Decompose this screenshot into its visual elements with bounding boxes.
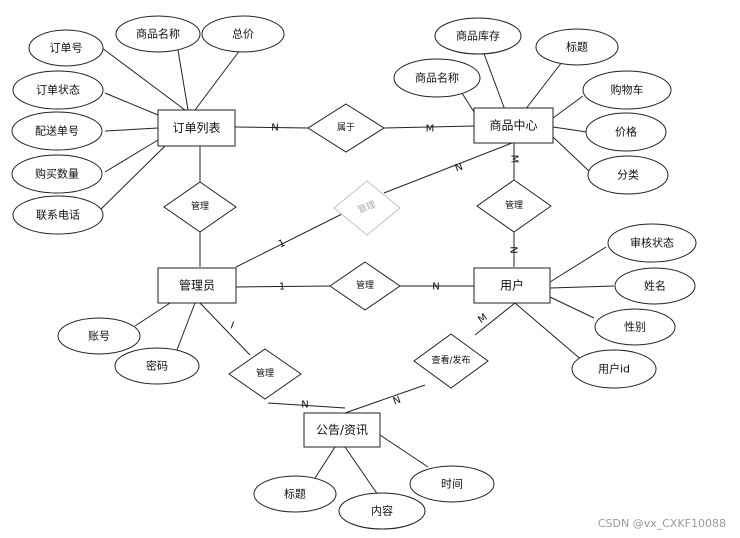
relation-manage-user-product-diamond bbox=[476, 179, 552, 233]
relation-manage-notice-label: 管理 bbox=[256, 367, 274, 379]
attr-product-stock-label: 商品库存 bbox=[456, 29, 500, 43]
entity-admin-label: 管理员 bbox=[179, 278, 215, 293]
relation-view-publish-label: 查看/发布 bbox=[431, 354, 470, 366]
attr-user-review-status-label: 审核状态 bbox=[630, 236, 674, 250]
attr-order-delivery-number-ellipse bbox=[11, 111, 103, 151]
attr-order-quantity-label: 购买数量 bbox=[35, 167, 79, 181]
card-notice-admin: N bbox=[301, 400, 308, 411]
attr-product-title-ellipse bbox=[535, 28, 619, 66]
attr-order-phone-ellipse bbox=[12, 195, 104, 235]
attr-user-gender-label: 性别 bbox=[624, 320, 646, 334]
entity-product-center-box bbox=[473, 107, 554, 144]
attr-user-gender-ellipse bbox=[594, 308, 676, 346]
card-product-belongs: M bbox=[426, 124, 435, 135]
attr-admin-account-label: 账号 bbox=[88, 330, 110, 343]
attr-order-status-label: 订单状态 bbox=[36, 83, 80, 97]
relation-manage-user-diamond bbox=[329, 261, 401, 311]
relation-manage-user-label: 管理 bbox=[356, 279, 374, 291]
attr-order-total-price-label: 总价 bbox=[232, 27, 254, 41]
attr-user-name-label: 姓名 bbox=[644, 279, 666, 293]
diagram-shapes bbox=[11, 15, 697, 530]
attr-product-name-ellipse bbox=[393, 58, 481, 98]
attr-admin-password-label: 密码 bbox=[146, 359, 168, 373]
attr-order-number-ellipse bbox=[28, 29, 104, 67]
attr-order-quantity-ellipse bbox=[11, 154, 103, 194]
relation-manage-order-label: 管理 bbox=[191, 200, 209, 212]
diagram-texts: 订单列表商品中心管理员用户公告/资讯属于管理管理管理管理管理查看/发布订单号商品… bbox=[35, 27, 674, 518]
entity-notice-label: 公告/资讯 bbox=[316, 423, 368, 437]
relation-manage-user-product-label: 管理 bbox=[505, 199, 523, 211]
card-admin-user: 1 bbox=[279, 282, 285, 293]
card-admin-faded: 1 bbox=[277, 238, 287, 251]
connector-lines bbox=[99, 47, 615, 496]
attr-notice-content-ellipse bbox=[338, 492, 426, 530]
card-user-manage: N bbox=[508, 246, 519, 253]
card-product-faded: N bbox=[454, 162, 465, 175]
attr-notice-time-label: 时间 bbox=[441, 478, 463, 491]
attr-order-phone-label: 联系电话 bbox=[36, 209, 80, 222]
entity-user-box bbox=[473, 267, 551, 304]
attr-product-category-label: 分类 bbox=[617, 168, 639, 182]
attr-order-status-ellipse bbox=[12, 70, 104, 110]
attr-order-delivery-number-label: 配送单号 bbox=[35, 124, 79, 138]
card-product-manage: M bbox=[509, 155, 520, 164]
attr-order-product-name-ellipse bbox=[115, 15, 201, 53]
card-order-belongs: N bbox=[271, 123, 278, 134]
attr-order-number-label: 订单号 bbox=[50, 42, 83, 55]
attr-admin-password-ellipse bbox=[114, 347, 200, 385]
attr-order-total-price-ellipse bbox=[201, 15, 285, 53]
card-user-notice: M bbox=[476, 312, 489, 326]
attr-order-product-name-label: 商品名称 bbox=[136, 27, 180, 41]
attr-user-review-status-ellipse bbox=[607, 223, 697, 263]
attr-user-id-ellipse bbox=[571, 349, 657, 389]
card-notice-user: N bbox=[392, 395, 403, 408]
attr-product-price-label: 价格 bbox=[615, 125, 637, 139]
attr-notice-content-label: 内容 bbox=[371, 504, 393, 518]
attr-notice-time-ellipse bbox=[409, 465, 495, 503]
attr-notice-title-label: 标题 bbox=[284, 487, 306, 501]
attr-product-name-label: 商品名称 bbox=[415, 71, 459, 85]
attr-product-stock-ellipse bbox=[434, 17, 522, 55]
attr-product-price-ellipse bbox=[585, 112, 667, 152]
attr-product-category-ellipse bbox=[587, 155, 669, 195]
entity-order-list-label: 订单列表 bbox=[172, 121, 220, 135]
attr-user-id-label: 用户id bbox=[598, 362, 630, 376]
entity-product-center-label: 商品中心 bbox=[489, 118, 537, 133]
entity-user-label: 用户 bbox=[500, 278, 524, 293]
watermark: CSDN @vx_CXKF10088 bbox=[597, 517, 726, 530]
attr-admin-account-ellipse bbox=[57, 317, 141, 355]
attr-notice-title-ellipse bbox=[253, 475, 337, 513]
entity-order-list-box bbox=[157, 109, 236, 147]
entity-notice-box bbox=[303, 412, 381, 448]
card-admin-notice: I bbox=[229, 320, 236, 331]
relation-belongs-label: 属于 bbox=[337, 122, 355, 133]
relation-manage-notice-diamond bbox=[228, 348, 302, 400]
relation-manage-product-faded-diamond bbox=[333, 180, 401, 236]
relation-manage-order-diamond bbox=[163, 181, 237, 233]
attr-product-cart-label: 购物车 bbox=[611, 83, 644, 97]
card-user-admin: N bbox=[432, 282, 439, 293]
relation-view-publish-diamond bbox=[413, 333, 489, 389]
relation-belongs-diamond bbox=[307, 103, 385, 153]
attr-product-cart-ellipse bbox=[582, 70, 672, 110]
entity-admin-box bbox=[157, 267, 237, 304]
attr-user-name-ellipse bbox=[614, 267, 696, 305]
attr-product-title-label: 标题 bbox=[566, 40, 588, 54]
